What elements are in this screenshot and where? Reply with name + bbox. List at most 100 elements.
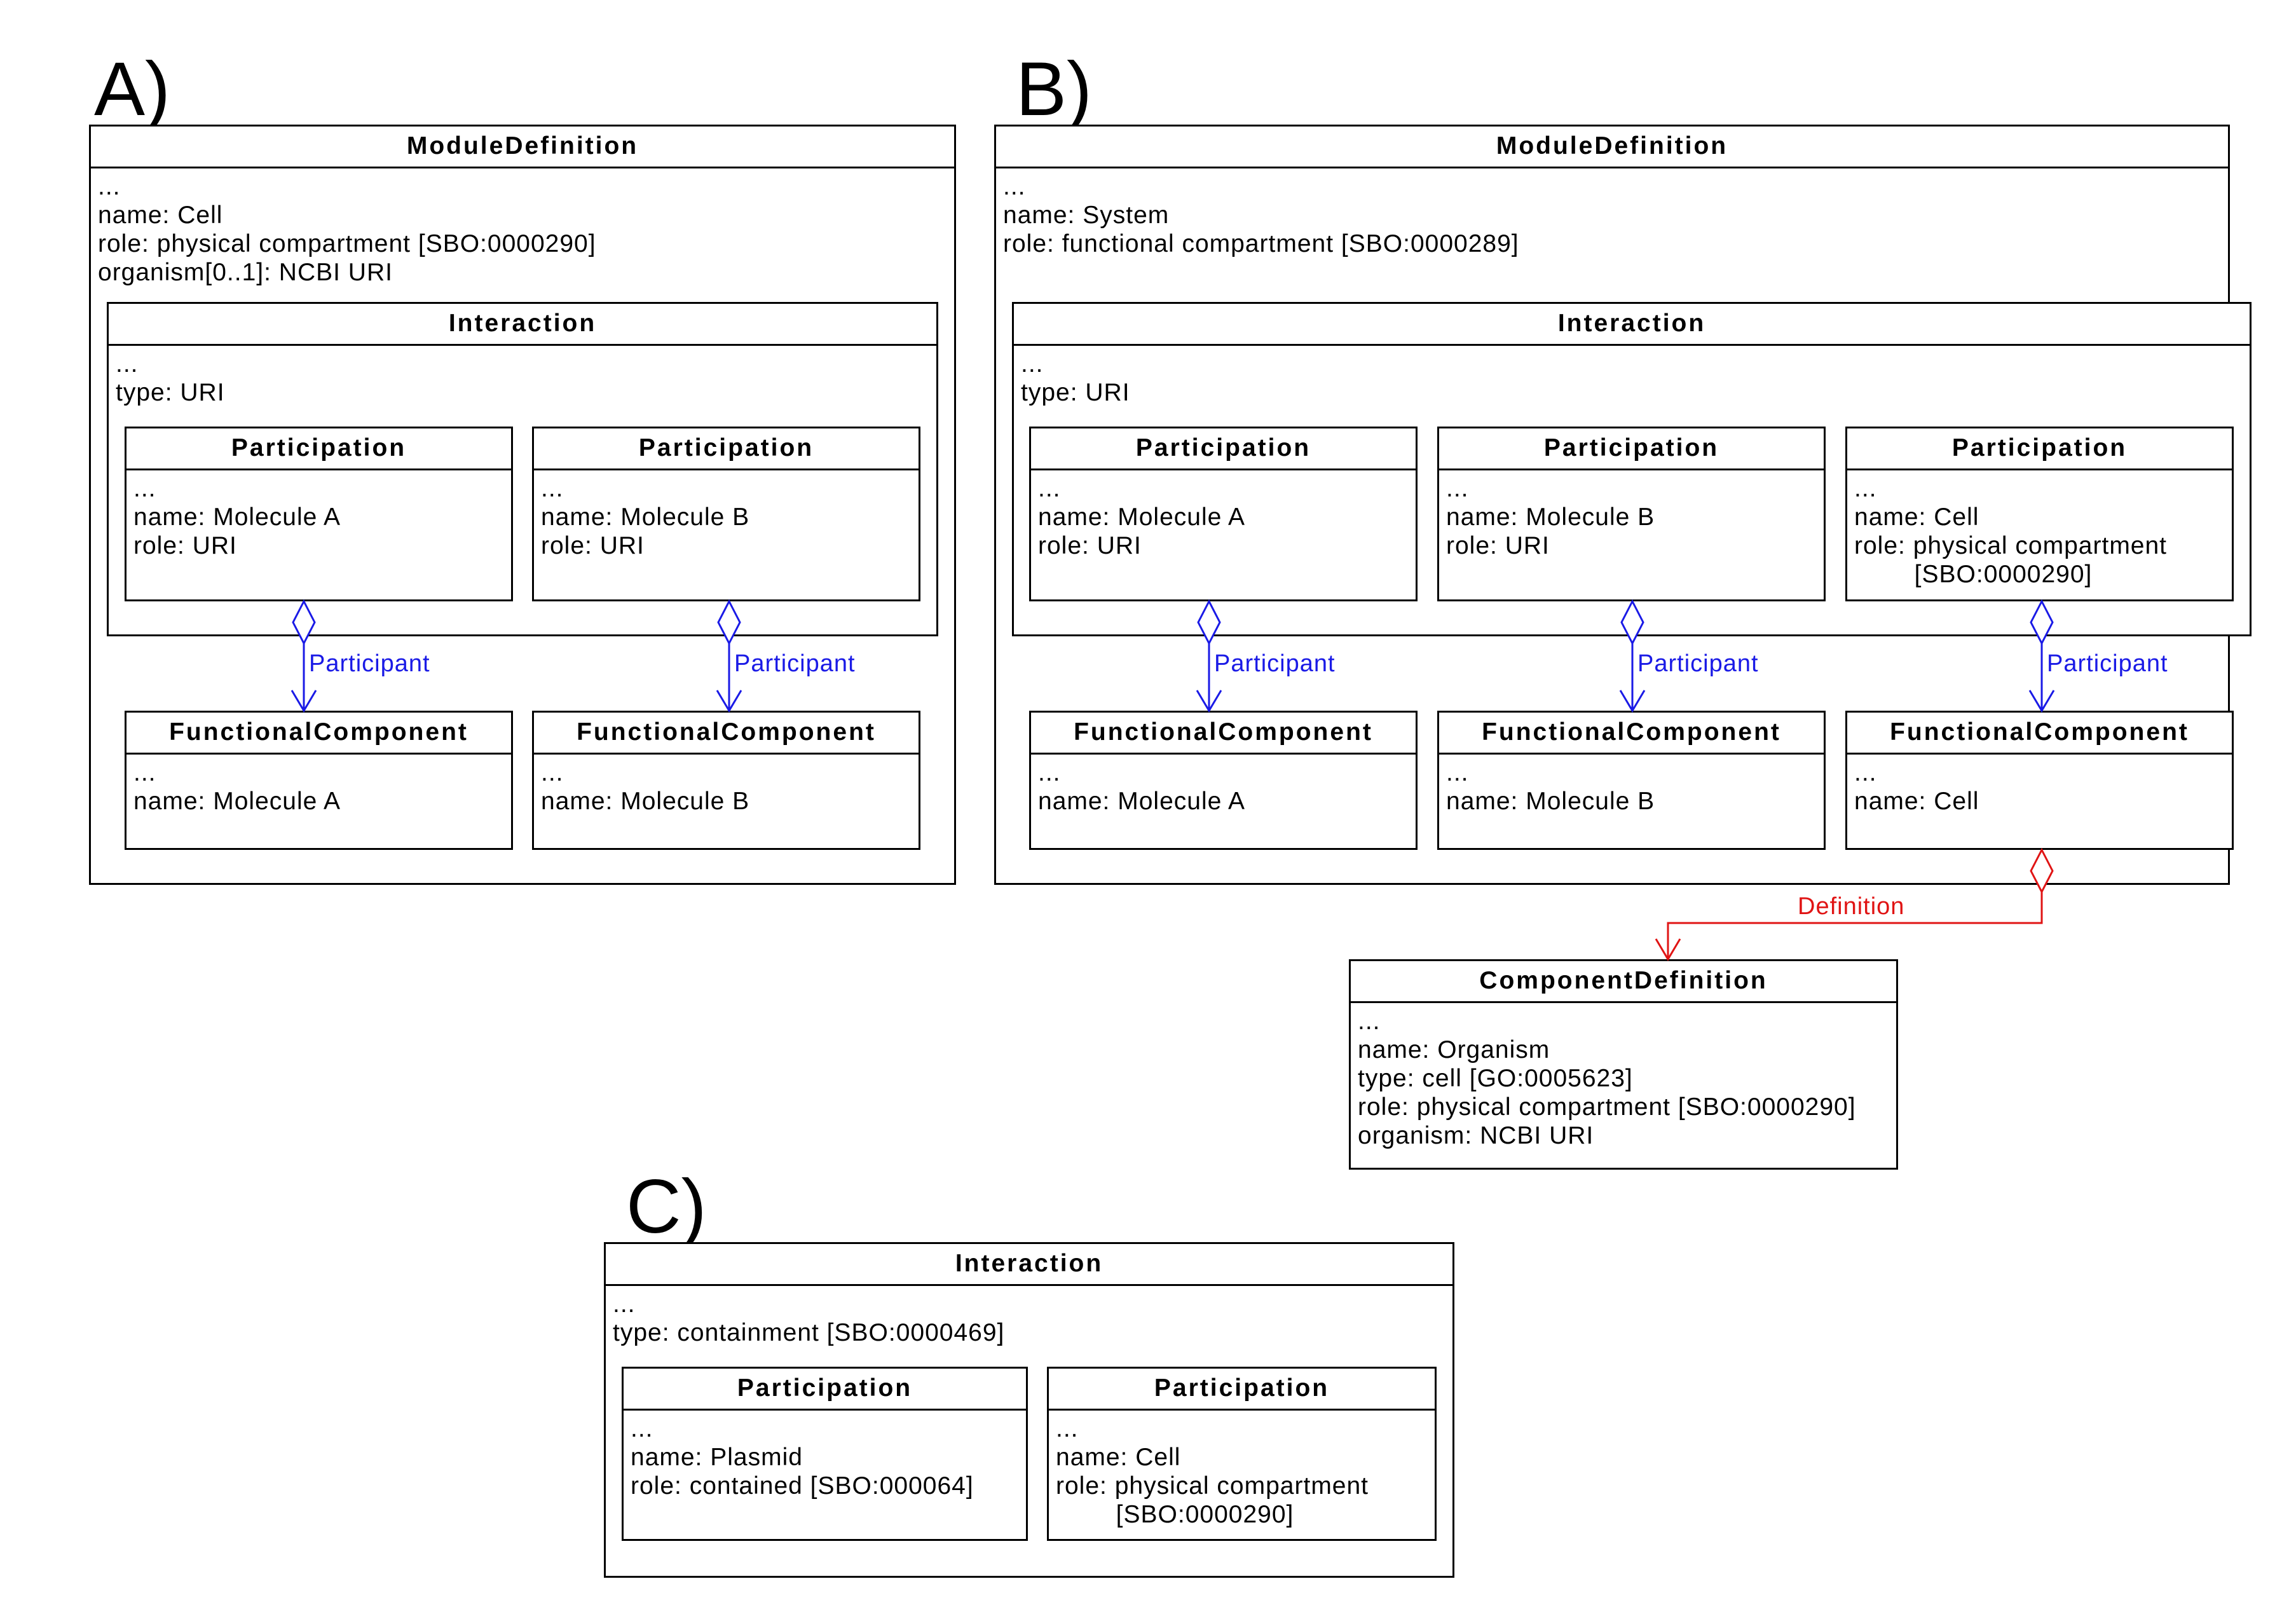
- functional-component-box: FunctionalComponent...name: Molecule B: [532, 711, 920, 850]
- box-title: Participation: [126, 428, 511, 470]
- attribute-line: role: functional compartment [SBO:000028…: [1003, 230, 1519, 257]
- attribute-line: name: Cell: [1854, 788, 1979, 815]
- attribute-line: ...: [133, 759, 156, 786]
- attribute-line: type: URI: [116, 379, 225, 406]
- arrow-head: [290, 690, 317, 713]
- attribute-line: ...: [1446, 475, 1469, 502]
- arrow-head: [2028, 690, 2055, 713]
- box-title: Interaction: [109, 304, 936, 346]
- definition-link: Definition: [1655, 847, 2054, 961]
- attribute-line: name: Organism: [1358, 1036, 1550, 1063]
- attribute-line: ...: [1021, 350, 1044, 378]
- connector-line: [1667, 892, 2043, 959]
- attribute-line: role: contained [SBO:000064]: [631, 1472, 974, 1500]
- participant-connector: Participant: [2028, 599, 2168, 713]
- attribute-line: ...: [1854, 759, 1877, 786]
- box-title: FunctionalComponent: [1031, 713, 1416, 755]
- panel-label-a: A): [94, 46, 170, 132]
- participant-label: Participant: [2047, 650, 2168, 677]
- box-title: FunctionalComponent: [1847, 713, 2232, 755]
- panel-label-b: B): [1016, 46, 1092, 132]
- participant-label: Participant: [1637, 650, 1759, 677]
- box-attributes: ...name: Molecule A: [1031, 755, 1416, 816]
- functional-component-box: FunctionalComponent...name: Cell: [1845, 711, 2234, 850]
- participant-connector: Participant: [716, 599, 856, 713]
- box-attributes: ...name: Molecule A: [126, 755, 511, 816]
- box-title: Participation: [1049, 1369, 1435, 1411]
- box-title: FunctionalComponent: [534, 713, 919, 755]
- box-title: ComponentDefinition: [1351, 961, 1896, 1003]
- attribute-line: name: Molecule A: [133, 788, 341, 815]
- participant-label: Participant: [1214, 650, 1336, 677]
- box-attributes: ...name: Molecule B: [1439, 755, 1824, 816]
- attribute-line: organism[0..1]: NCBI URI: [98, 259, 393, 286]
- box-title: Participation: [534, 428, 919, 470]
- attribute-line: organism: NCBI URI: [1358, 1122, 1594, 1149]
- panel-label-c: C): [626, 1164, 707, 1249]
- attribute-line: name: Molecule B: [1446, 503, 1655, 531]
- box-attributes: ...type: URI: [1014, 346, 2250, 407]
- attribute-line: role: physical compartment: [1854, 532, 2168, 559]
- attribute-line: name: Molecule A: [1038, 788, 1246, 815]
- box-attributes: ...name: Cell: [1847, 755, 2232, 816]
- participant-links: Participant Participant Participant Partici…: [290, 599, 2168, 713]
- attribute-line: name: Molecule B: [541, 503, 750, 531]
- attribute-line: ...: [1038, 475, 1061, 502]
- participant-label: Participant: [309, 650, 430, 677]
- attribute-line: role: URI: [541, 532, 645, 559]
- box-attributes: ...type: URI: [109, 346, 936, 407]
- box-title: ModuleDefinition: [91, 127, 954, 168]
- attribute-line: [SBO:0000290]: [1056, 1501, 1294, 1528]
- attribute-line: role: physical compartment [SBO:0000290]: [98, 230, 596, 257]
- aggregation-diamond: [2030, 599, 2054, 646]
- attribute-line: ...: [541, 475, 564, 502]
- attribute-line: ...: [1446, 759, 1469, 786]
- attribute-line: type: containment [SBO:0000469]: [613, 1319, 1005, 1346]
- functional-component-box: FunctionalComponent...name: Molecule A: [125, 711, 513, 850]
- attribute-line: ...: [116, 350, 139, 378]
- attribute-line: ...: [1854, 475, 1877, 502]
- arrow-head: [1196, 690, 1222, 713]
- attribute-line: name: Cell: [98, 202, 223, 229]
- attribute-line: [SBO:0000290]: [1854, 561, 2093, 588]
- box-title: Interaction: [1014, 304, 2250, 346]
- box-title: Interaction: [606, 1244, 1452, 1286]
- aggregation-diamond: [717, 599, 741, 646]
- box-title: FunctionalComponent: [1439, 713, 1824, 755]
- box-title: Participation: [624, 1369, 1026, 1411]
- attribute-line: name: Cell: [1854, 503, 1979, 531]
- attribute-line: name: System: [1003, 202, 1170, 229]
- attribute-line: ...: [1056, 1415, 1079, 1442]
- arrow-head: [716, 690, 742, 713]
- participant-label: Participant: [734, 650, 856, 677]
- attribute-line: role: URI: [1038, 532, 1142, 559]
- attribute-line: name: Cell: [1056, 1444, 1181, 1471]
- attribute-line: ...: [133, 475, 156, 502]
- functional-component-box: FunctionalComponent...name: Molecule A: [1029, 711, 1418, 850]
- box-attributes: ...name: Molecule B: [534, 755, 919, 816]
- attribute-line: role: physical compartment: [1056, 1472, 1369, 1500]
- aggregation-diamond: [1197, 599, 1221, 646]
- participant-connector: Participant: [1196, 599, 1336, 713]
- participant-connector: Participant: [1619, 599, 1759, 713]
- attribute-line: ...: [613, 1290, 636, 1318]
- attribute-line: name: Molecule B: [541, 788, 750, 815]
- box-title: FunctionalComponent: [126, 713, 511, 755]
- attribute-line: type: cell [GO:0005623]: [1358, 1065, 1633, 1092]
